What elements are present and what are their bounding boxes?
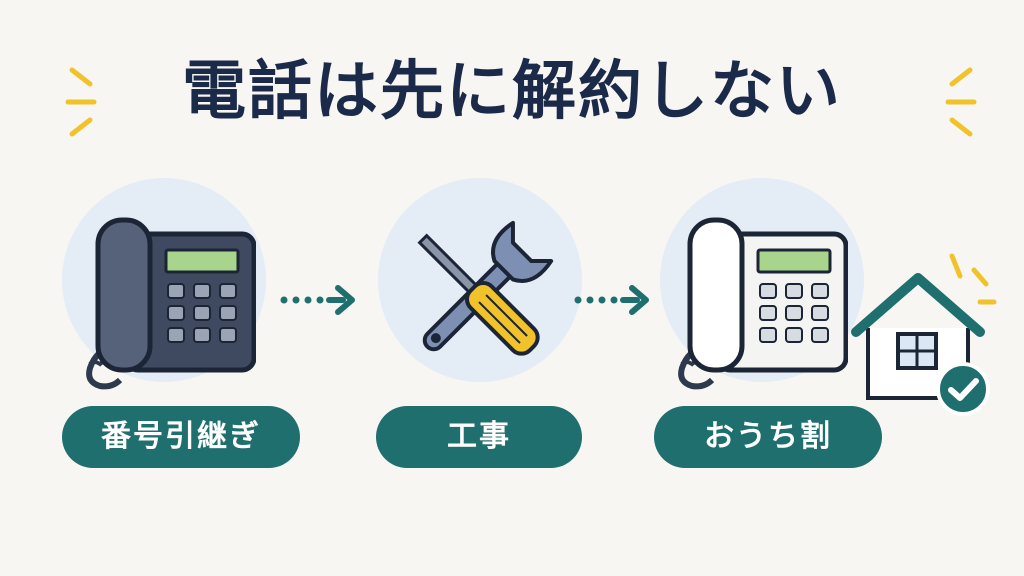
sparkle-left-icon (65, 67, 97, 137)
page-title: 電話は先に解約しない (182, 55, 842, 129)
check-icon (936, 362, 990, 416)
step-3-label: おうち割 (654, 406, 882, 468)
arrow-right-icon (280, 285, 355, 315)
phone-white-icon (678, 217, 848, 390)
arrow-right-icon (574, 285, 649, 315)
step-1-label: 番号引継ぎ (62, 406, 300, 468)
step-2-label: 工事 (376, 406, 582, 468)
phone-icon (86, 217, 256, 390)
tools-icon (417, 220, 554, 356)
sparkle-right-icon (945, 67, 977, 137)
